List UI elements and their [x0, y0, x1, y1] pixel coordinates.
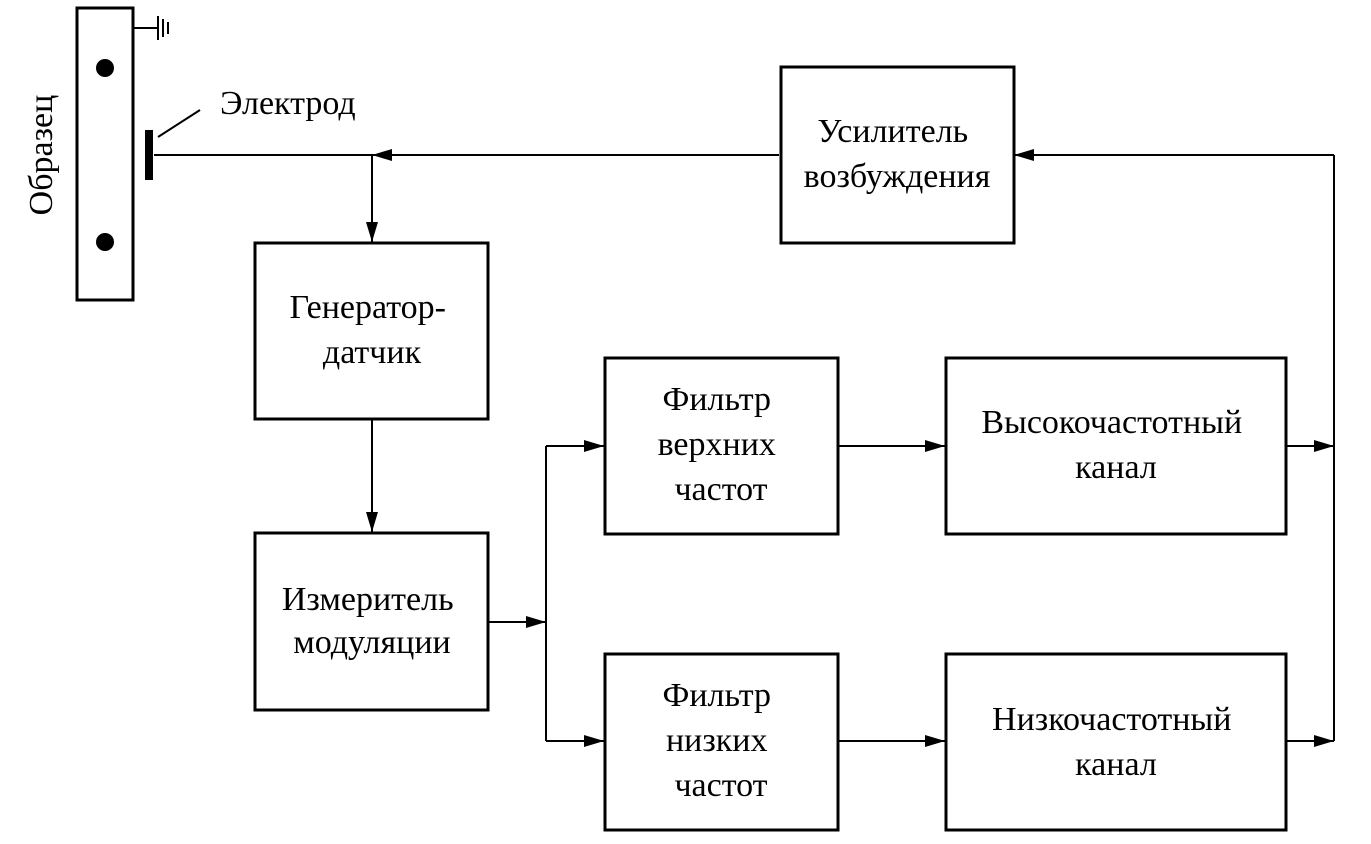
svg-text:Фильтр верхних час: Фильтр верхних частот — [658, 381, 785, 508]
sample-hole-top — [96, 59, 114, 77]
electrode-label: Электрод — [220, 85, 356, 122]
generator-line-1: Генератор- — [290, 289, 446, 326]
hpf-line-2: верхних — [658, 426, 776, 463]
block-lpf: Фильтр низких частот — [603, 652, 840, 832]
svg-text:Высокочастотный канал: Высокочастотный канал — [981, 404, 1250, 486]
block-modulation: Измеритель модуляции — [253, 531, 490, 712]
hf-channel-line-1: Высокочастотный — [981, 404, 1242, 441]
hpf-line-1: Фильтр — [662, 381, 771, 418]
svg-text:Фильтр низких част: Фильтр низких частот — [662, 677, 779, 804]
lpf-line-2: низких — [666, 722, 768, 759]
svg-text:Генератор- датчик: Генератор- датчик — [290, 289, 455, 371]
wires — [154, 149, 1335, 747]
ground-icon — [133, 16, 169, 40]
lf-channel-line-1: Низкочастотный — [992, 701, 1231, 738]
sample: Образец — [23, 6, 135, 302]
sample-hole-bottom — [96, 233, 114, 251]
svg-text:Усилитель возбуждения: Усилитель возбуждения — [804, 113, 991, 195]
exciter-line-2: возбуждения — [804, 158, 991, 195]
block-generator: Генератор- датчик — [253, 241, 490, 421]
hf-channel-line-2: канал — [1075, 449, 1157, 486]
block-hf-channel: Высокочастотный канал — [944, 356, 1288, 536]
block-lf-channel: Низкочастотный канал — [944, 652, 1288, 832]
lpf-line-1: Фильтр — [662, 677, 771, 714]
sample-label: Образец — [23, 95, 60, 216]
generator-line-2: датчик — [323, 334, 422, 371]
svg-text:Низкочастотный канал: Низкочастотный канал — [992, 701, 1240, 783]
exciter-line-1: Усилитель — [817, 113, 968, 150]
modulation-line-2: модуляции — [293, 624, 451, 661]
block-exciter: Усилитель возбуждения — [779, 65, 1016, 245]
block-hpf: Фильтр верхних частот — [603, 356, 840, 536]
svg-text:Измеритель модуляции: Измеритель модуляции — [282, 581, 462, 661]
modulation-line-1: Измеритель — [282, 581, 454, 618]
sample-body — [75, 6, 135, 302]
electrode-plate — [145, 130, 153, 180]
lf-channel-line-2: канал — [1075, 746, 1157, 783]
hpf-line-3: частот — [674, 471, 767, 508]
electrode: Электрод — [145, 85, 356, 180]
lpf-line-3: частот — [674, 767, 767, 804]
electrode-leader — [157, 109, 201, 138]
